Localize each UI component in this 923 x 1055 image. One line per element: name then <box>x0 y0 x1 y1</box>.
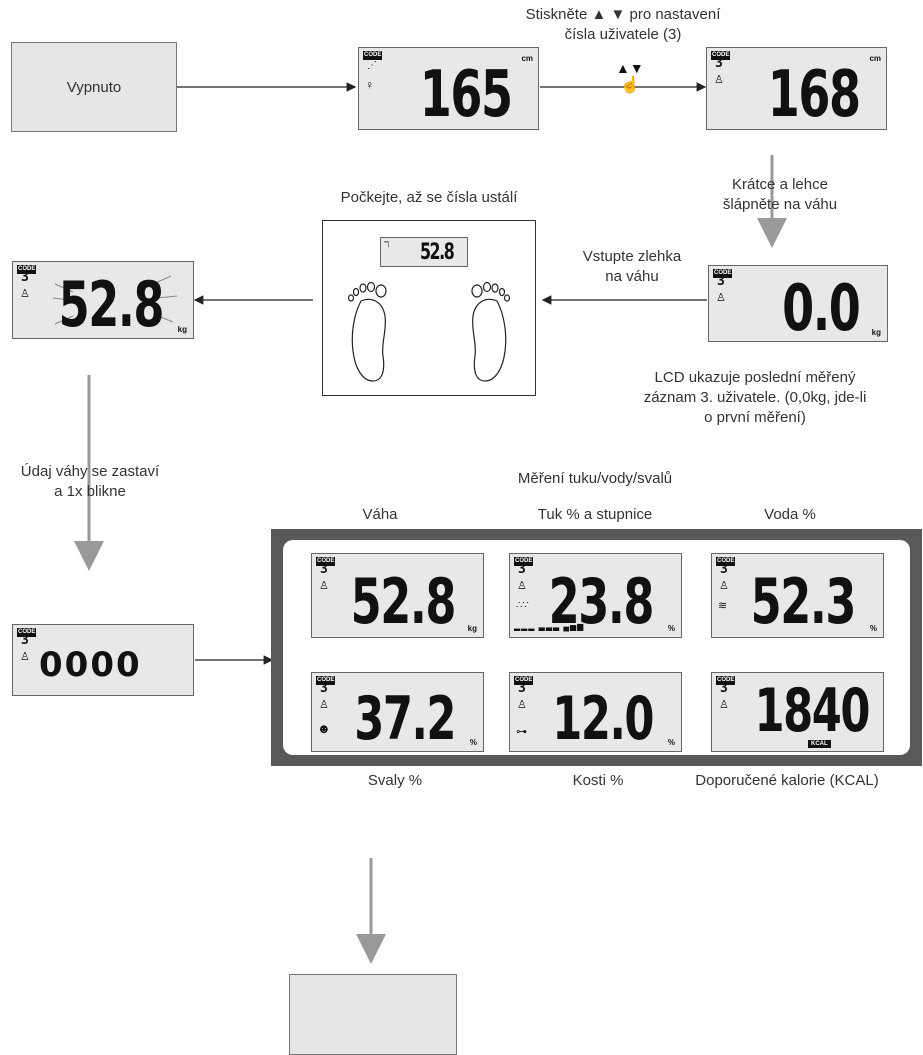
person-icon: ♙ <box>714 74 724 86</box>
unit-percent: % <box>667 738 675 747</box>
lcd-zero: CODE 3 ♙ 0.0 kg <box>708 265 888 342</box>
code-badge: CODE <box>17 265 36 274</box>
metric-fat-label: Tuk % a stupnice <box>537 506 653 523</box>
person-icon: ♙ <box>517 580 527 592</box>
person-icon: ♙ <box>719 580 729 592</box>
user-number: 3 <box>21 270 29 285</box>
unit-cm: cm <box>869 54 881 63</box>
kcal-badge: KCAL <box>808 740 831 748</box>
person-icon: ♙ <box>719 699 729 711</box>
scale-with-feet: ℸ 52.8 <box>322 220 536 396</box>
code-badge: CODE <box>713 269 732 278</box>
unit-cm: cm <box>521 54 533 63</box>
flash-rays-icon <box>52 275 178 325</box>
instruction-lcd-last-record: LCD ukazuje poslední měřený záznam 3. už… <box>643 369 867 426</box>
instruction-step-on: Vstupte zlehka na váhu <box>582 248 682 285</box>
code-badge: CODE <box>316 557 335 566</box>
user-number: 3 <box>518 562 526 577</box>
user-number: 3 <box>21 633 29 648</box>
scale-mini-display: ℸ 52.8 <box>380 237 468 267</box>
lcd-kcal: CODE 3 ♙ 1840 KCAL <box>711 672 884 752</box>
user-number: 3 <box>720 681 728 696</box>
lcd-water: CODE 3 ♙ ≋ 52.3 % <box>711 553 884 638</box>
code-badge: CODE <box>514 676 533 685</box>
lcd-weight-value: 52.8 <box>58 268 165 339</box>
person-icon: ♙ <box>20 651 30 663</box>
unit-kg: kg <box>467 624 477 633</box>
lcd-fat: CODE 3 ♙ ∴∵ ▂▂▂ ▃▃▃ ▄▅▆ 23.8 % <box>509 553 682 638</box>
lcd-bone: CODE 3 ♙ ⊶ 12.0 % <box>509 672 682 752</box>
code-badge: CODE <box>716 676 735 685</box>
lcd-height-165: CODE ⋰ ♀ 165 cm <box>358 47 539 130</box>
fat-scale-bars-icon: ▂▂▂ ▃▃▃ ▄▅▆ <box>514 622 585 631</box>
user-number: 3 <box>320 681 328 696</box>
lcd-weight-value: 52.8 <box>350 565 457 638</box>
person-icon: ♙ <box>20 288 30 300</box>
person-icon: ♙ <box>517 699 527 711</box>
person-icon: ♙ <box>319 699 329 711</box>
metric-kcal-label: Doporučené kalorie (KCAL) <box>695 772 879 789</box>
code-badge: CODE <box>514 557 533 566</box>
lcd-muscle-value: 37.2 <box>354 684 456 752</box>
off-label: Vypnuto <box>66 79 122 96</box>
instruction-press-buttons: Stiskněte ▲ ▼ pro nastavení čísla uživat… <box>525 6 721 43</box>
code-badge: CODE <box>316 676 335 685</box>
lcd-water-value: 52.3 <box>750 565 857 638</box>
code-badge: CODE <box>716 557 735 566</box>
user-blink-icon: ⋰ <box>367 60 377 71</box>
unit-percent: % <box>869 624 877 633</box>
lcd-height-value: 165 <box>420 58 513 130</box>
final-off-box <box>289 974 457 1055</box>
instruction-step-briefly: Krátce a lehce šlápněte na váhu <box>722 176 838 213</box>
code-badge: CODE <box>363 51 382 60</box>
user-number: 3 <box>720 562 728 577</box>
lcd-analyzing-value: 0000 <box>39 645 142 685</box>
lcd-muscle: CODE 3 ♙ ☻ 37.2 % <box>311 672 484 752</box>
measurement-title: Měření tuku/vody/svalů <box>517 470 673 487</box>
metric-weight-label: Váha <box>362 506 398 523</box>
unit-percent: % <box>469 738 477 747</box>
lcd-zero-value: 0.0 <box>781 272 861 342</box>
metric-water-label: Voda % <box>764 506 816 523</box>
instruction-weight-stop: Údaj váhy se zastaví a 1x blikne <box>20 463 160 500</box>
mini-user-icon: ℸ <box>384 240 390 249</box>
user-number: 3 <box>518 681 526 696</box>
scale-mini-value: 52.8 <box>419 240 455 265</box>
user-number: 3 <box>320 562 328 577</box>
user-number: 3 <box>715 56 723 71</box>
off-state-box: Vypnuto <box>11 42 177 132</box>
muscle-icon: ☻ <box>317 721 331 736</box>
lcd-analyzing: CODE 3 ♙ 0000 <box>12 624 194 696</box>
person-icon: ♙ <box>716 292 726 304</box>
user-number: 3 <box>717 274 725 289</box>
lcd-weight: CODE 3 ♙ 52.8 kg <box>311 553 484 638</box>
metric-bone-label: Kosti % <box>572 772 624 789</box>
bone-icon: ⊶ <box>516 726 527 738</box>
lcd-fat-value: 23.8 <box>548 565 655 638</box>
lcd-bone-value: 12.0 <box>552 684 654 752</box>
code-badge: CODE <box>711 51 730 60</box>
feet-icon <box>347 281 511 382</box>
lcd-height-value: 168 <box>768 58 861 130</box>
code-badge: CODE <box>17 628 36 637</box>
person-icon: ♀ <box>365 78 374 92</box>
instruction-wait-stable: Počkejte, až se čísla ustálí <box>340 189 518 206</box>
fat-dots-icon: ∴∵ <box>516 600 529 611</box>
person-icon: ♙ <box>319 580 329 592</box>
unit-kg: kg <box>177 325 187 334</box>
lcd-height-168: CODE 3 ♙ 168 cm <box>706 47 887 130</box>
lcd-kcal-value: 1840 <box>754 676 871 746</box>
finger-up-down-icon: ▲▼ <box>616 60 644 76</box>
metric-muscle-label: Svaly % <box>367 772 423 789</box>
lcd-weight-flash: CODE 3 ♙ 52.8 kg <box>12 261 194 339</box>
unit-kg: kg <box>871 328 881 337</box>
unit-percent: % <box>667 624 675 633</box>
water-waves-icon: ≋ <box>718 600 728 612</box>
finger-press-icon: ☝ <box>620 77 640 94</box>
